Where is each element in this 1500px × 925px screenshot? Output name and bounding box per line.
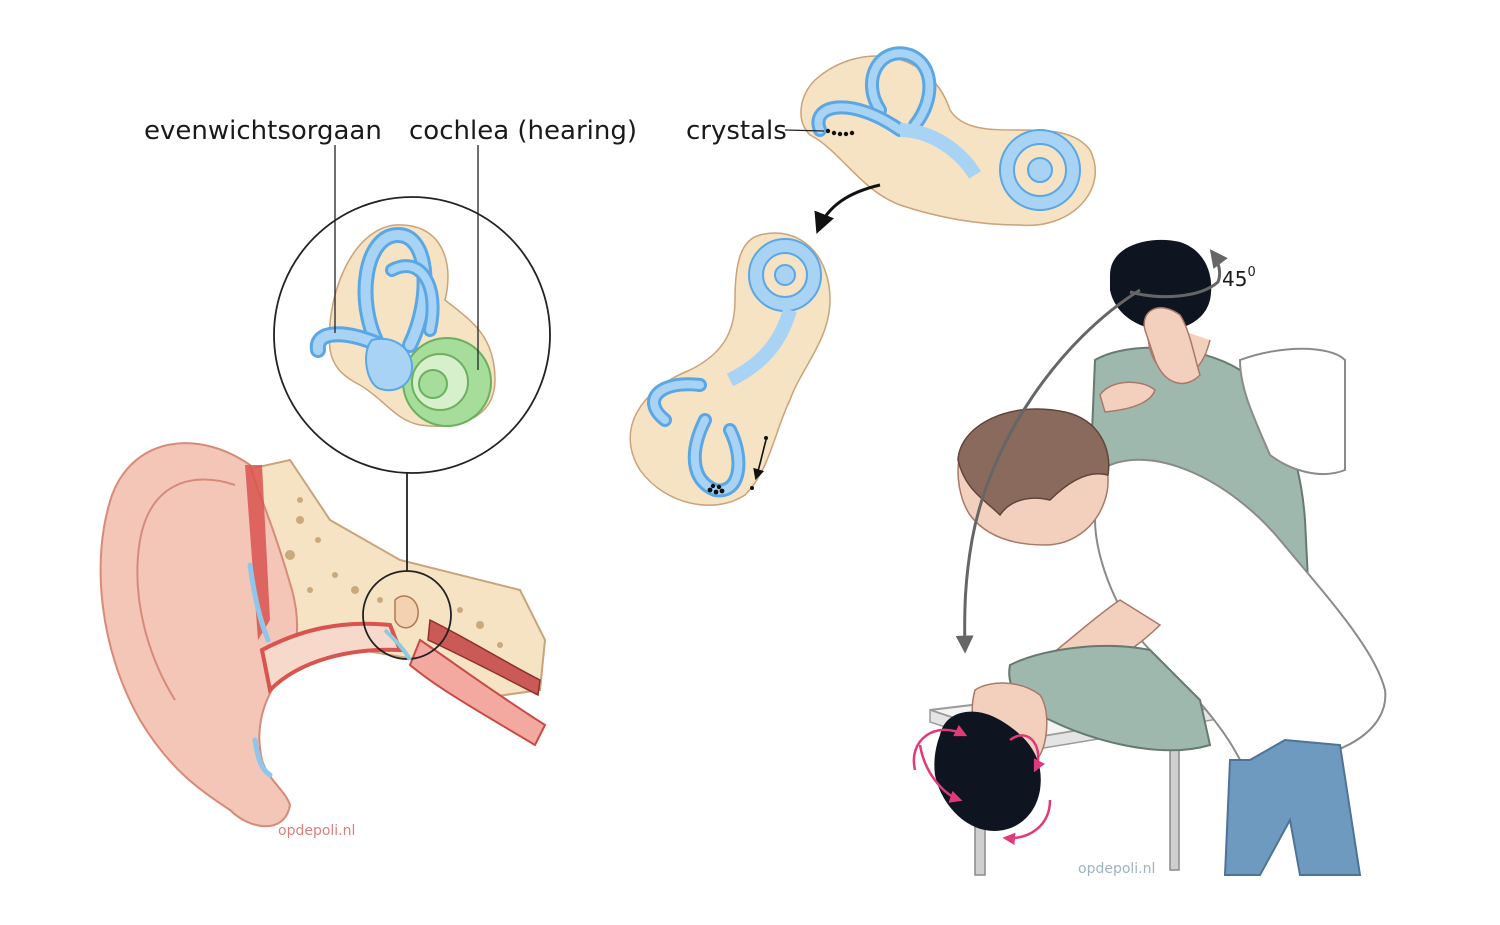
doctor-jeans [1225,740,1360,875]
label-angle: 450 [1222,265,1256,291]
labyrinth-top [785,53,1095,225]
maneuver-scene [914,240,1385,875]
label-crystals: crystals [686,116,787,146]
rotation-arrow [818,185,880,230]
labyrinth-bottom [630,233,830,505]
inner-ear-zoom [274,145,550,473]
label-evenwichtsorgaan: evenwichtsorgaan [144,116,382,146]
label-cochlea: cochlea (hearing) [409,116,637,146]
watermark-right: opdepoli.nl [1078,861,1155,877]
ossicles [395,596,418,628]
watermark-left: opdepoli.nl [278,823,355,839]
ear-anatomy [101,443,545,826]
angle-value: 45 [1222,267,1247,291]
angle-superscript: 0 [1247,265,1255,280]
